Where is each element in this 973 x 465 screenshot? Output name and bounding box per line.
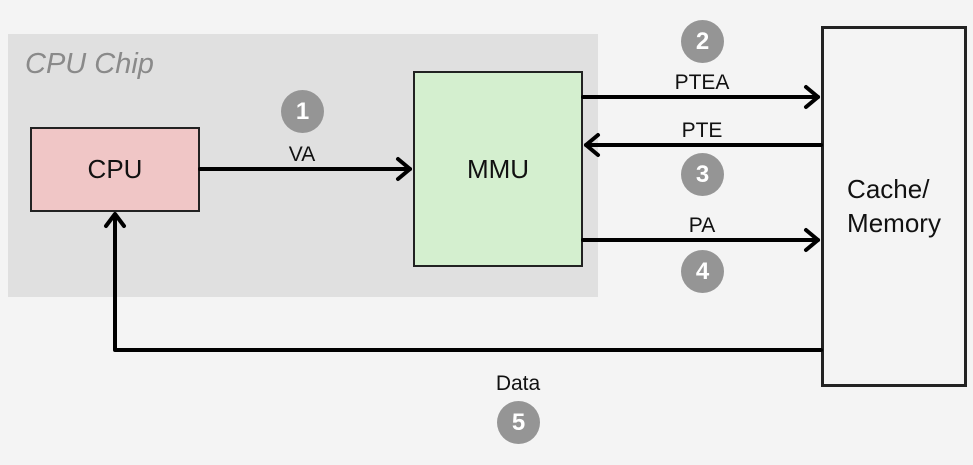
signal-label-va: VA (288, 143, 316, 166)
cache-memory-box: Cache/ Memory (821, 26, 967, 387)
step-badge-4: 4 (681, 250, 724, 293)
signal-label-data: Data (495, 372, 541, 395)
cache-memory-label: Cache/ Memory (847, 173, 941, 238)
cpu-box: CPU (30, 127, 200, 212)
arrow-ptea (581, 85, 820, 109)
signal-label-pa: PA (688, 214, 716, 237)
step-badge-5: 5 (497, 401, 540, 444)
signal-label-pte: PTE (681, 119, 723, 142)
arrow-pte (584, 133, 823, 157)
step-badge-3: 3 (681, 153, 724, 196)
cpu-chip-label: CPU Chip (25, 48, 154, 80)
signal-label-ptea: PTEA (674, 71, 730, 94)
mmu-box: MMU (413, 71, 583, 267)
arrow-data (104, 212, 823, 352)
arrow-va (198, 157, 412, 181)
mmu-label: MMU (466, 153, 530, 184)
cpu-label: CPU (87, 154, 143, 184)
step-badge-1: 1 (281, 90, 324, 133)
step-badge-2: 2 (681, 20, 724, 63)
arrow-pa (581, 228, 820, 252)
